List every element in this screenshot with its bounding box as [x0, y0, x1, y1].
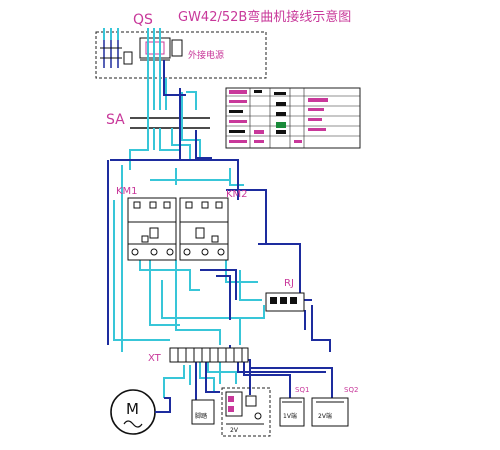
- km1-label: KM1: [116, 186, 138, 197]
- diagram-title: GW42/52B弯曲机接线示意图: [178, 9, 351, 25]
- rj-label: RJ: [284, 278, 294, 289]
- external-power-label: 外接电源: [188, 49, 224, 61]
- sa-label: SA: [106, 112, 125, 128]
- sq2-switch: [311, 397, 349, 427]
- pedal-label: 脚踏: [195, 412, 207, 420]
- xt-terminal-strip: [169, 347, 249, 363]
- rj-relay: [265, 292, 305, 312]
- qs-label: QS: [133, 12, 153, 28]
- km1-contactor: [127, 197, 177, 261]
- qs-switch-box: [95, 31, 267, 79]
- motor-label: M: [126, 400, 139, 418]
- motor-wire: [155, 397, 171, 413]
- control-box: [221, 387, 271, 437]
- main-wiring-cyan: [103, 28, 265, 398]
- sq1-box-label: 1V端: [283, 412, 297, 420]
- sq1-label: SQ1: [295, 386, 309, 394]
- control-box-label: 2V: [230, 427, 239, 434]
- parts-table: [225, 87, 361, 149]
- control-wiring-blue: [107, 60, 333, 412]
- sa-switch: [130, 117, 210, 129]
- km2-contactor: [179, 197, 229, 261]
- km2-label: KM2: [226, 189, 248, 200]
- pedal-box: [191, 399, 215, 425]
- sq2-box-label: 2V端: [318, 412, 332, 420]
- xt-label: XT: [148, 353, 162, 364]
- sq1-switch: [279, 397, 305, 427]
- sq2-label: SQ2: [344, 386, 358, 394]
